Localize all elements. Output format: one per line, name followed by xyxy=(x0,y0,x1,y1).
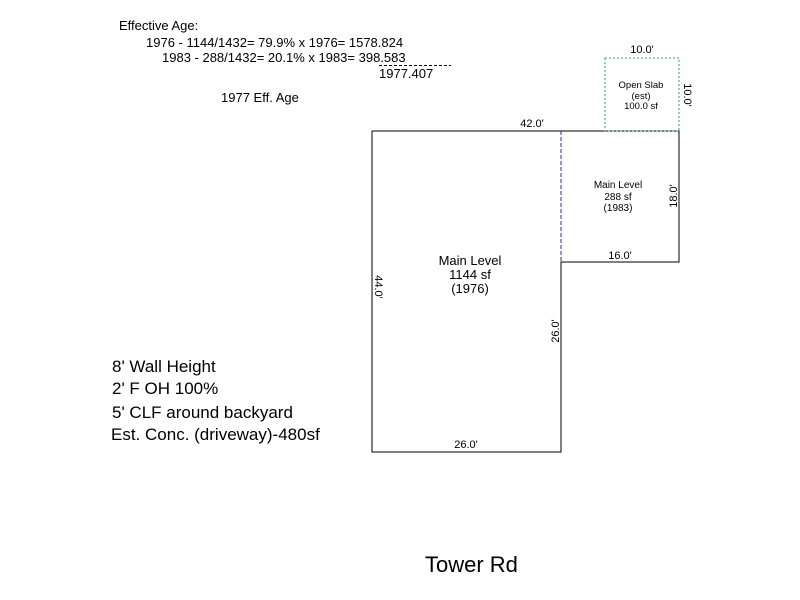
area-open-slab-name: Open Slab xyxy=(618,80,664,91)
area-open-slab-note: (est) xyxy=(631,90,651,102)
calc-line-1983: 1983 - 288/1432= 20.1% x 1983= 398.583 xyxy=(162,50,406,65)
note-driveway: Est. Conc. (driveway)-480sf xyxy=(111,425,320,444)
note-wall-height: 8' Wall Height xyxy=(112,357,216,376)
dim-right-18: 18.0' xyxy=(668,184,680,208)
area-main-level-year: (1976) xyxy=(451,281,489,296)
dim-left-44: 44.0' xyxy=(372,275,384,299)
dim-bottom-26: 26.0' xyxy=(454,439,478,451)
area-open-slab: Open Slab (est) 100.0 sf xyxy=(606,80,676,113)
street-label: Tower Rd xyxy=(425,552,518,577)
calc-line-1983-prefix: 1983 - 288/1432= 20.1% x 1983= xyxy=(162,50,359,65)
dim-top-42: 42.0' xyxy=(520,118,544,130)
dim-slab-top: 10.0' xyxy=(630,44,654,56)
area-main-level-name: Main Level xyxy=(438,253,502,268)
note-overhang: 2' F OH 100% xyxy=(112,379,219,398)
area-addition-year: (1983) xyxy=(603,203,633,214)
effective-age-title: Effective Age: xyxy=(119,18,199,33)
note-fence: 5' CLF around backyard xyxy=(112,403,293,422)
area-addition-name: Main Level xyxy=(593,180,643,191)
dim-slab-right: 10.0' xyxy=(681,83,693,107)
area-addition-sf: 288 sf xyxy=(604,191,632,203)
area-main-level: Main Level 1144 sf (1976) xyxy=(420,254,520,296)
open-slab-outline xyxy=(604,57,680,132)
effective-age-result: 1977 Eff. Age xyxy=(221,90,299,105)
calc-line-1976: 1976 - 1144/1432= 79.9% x 1976= 1578.824 xyxy=(146,35,404,50)
calc-line-1983-value: 398.583 xyxy=(358,50,406,65)
area-open-slab-sf: 100.0 sf xyxy=(624,101,658,112)
calc-total: 1977.407 xyxy=(379,66,434,81)
main-level-outline xyxy=(371,130,680,453)
dim-inner-26: 26.0' xyxy=(550,319,562,343)
dim-step-16: 16.0' xyxy=(608,250,632,262)
area-addition: Main Level 288 sf (1983) xyxy=(583,180,653,215)
area-main-level-sf: 1144 sf xyxy=(449,267,491,282)
